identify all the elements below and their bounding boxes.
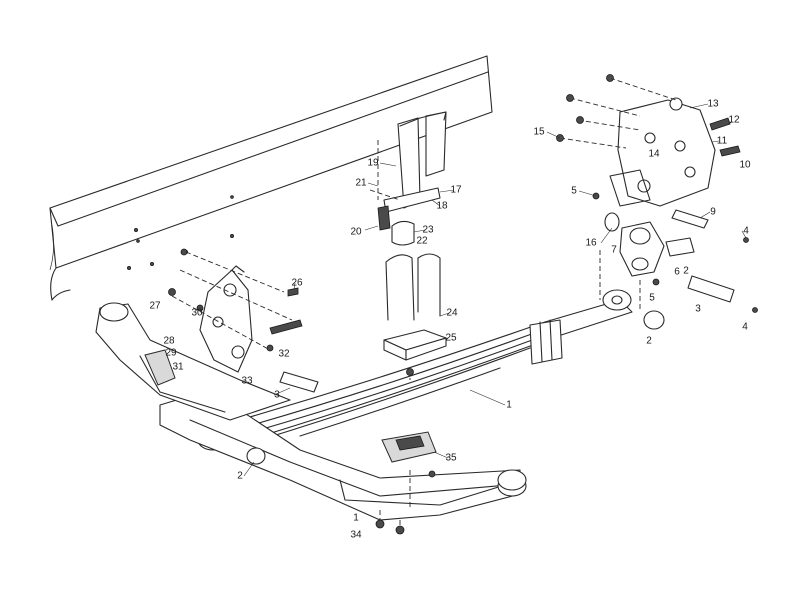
u-bolt [383,253,447,361]
callout-c-34: 34 [350,530,362,541]
callout-c-23: 23 [422,225,434,236]
callout-c-4a: 4 [743,226,749,237]
callout-c-11: 11 [717,136,728,147]
callout-c-21: 21 [355,178,367,189]
callout-c-12: 12 [728,115,740,126]
rear-hanger-bracket [609,97,716,207]
callout-c-33: 33 [241,376,253,387]
callout-c-7: 7 [611,245,617,256]
callout-c-29: 29 [165,348,177,359]
callout-c-25a: 25 [445,333,457,344]
callout-c-19: 19 [367,158,379,169]
callout-c-15: 15 [533,127,545,138]
callout-c-3b: 3 [274,390,280,401]
callout-c-31: 31 [172,362,184,373]
callout-c-18: 18 [436,201,448,212]
callout-c-2c: 2 [237,471,243,482]
callout-c-22: 22 [416,236,428,247]
callout-c-6: 6 [674,267,680,278]
callout-c-28: 28 [163,336,175,347]
callout-c-13: 13 [707,99,719,110]
callout-c-35: 35 [445,453,457,464]
callout-c-16: 16 [585,238,597,249]
callout-c-5b: 5 [649,293,655,304]
callout-c-14: 14 [648,149,660,160]
shackle [604,212,665,277]
callout-c-17: 17 [450,185,462,196]
callout-c-27: 27 [149,301,161,312]
callout-c-30: 30 [191,308,203,319]
front-bracket [199,265,253,373]
callout-c-2a: 2 [683,266,689,277]
leader-lines [243,103,747,477]
callout-c-5a: 5 [571,186,577,197]
callout-c-4b: 4 [742,322,748,333]
callout-c-1b: 1 [353,513,359,524]
callout-c-9: 9 [710,207,716,218]
callout-c-3a: 3 [695,304,701,315]
pins-bushings [246,209,735,465]
bump-stop-bracket [377,111,447,246]
callout-c-1a: 1 [506,400,512,411]
lower-beam [159,389,527,521]
hardware [168,74,758,535]
callout-c-24: 24 [446,308,458,319]
frame-rail [49,55,493,301]
callout-c-32: 32 [278,349,290,360]
callout-c-2b: 2 [646,336,652,347]
callout-c-20: 20 [350,227,362,238]
callout-c-10: 10 [739,160,751,171]
front-crossmember [95,302,291,421]
callout-c-26: 26 [291,278,303,289]
